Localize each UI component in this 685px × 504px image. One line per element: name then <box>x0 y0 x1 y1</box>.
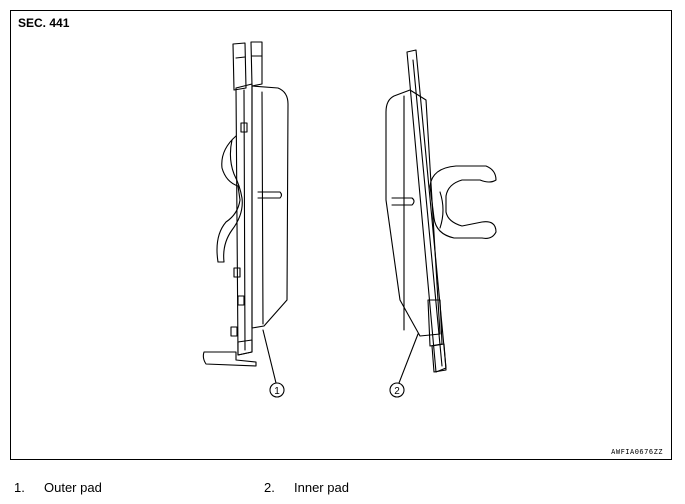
inner-pad-retaining-clip <box>429 165 497 239</box>
callout-circle-2 <box>389 382 405 398</box>
callout-number-2: 2 <box>394 386 400 397</box>
legend-number: 2. <box>264 480 275 495</box>
inner-pad-friction-material <box>385 89 441 337</box>
legend-number: 1. <box>14 480 25 495</box>
legend-label: Outer pad <box>44 480 102 495</box>
callout-leader-2 <box>398 333 419 384</box>
outer-pad-spring-clip <box>216 135 243 263</box>
outer-pad-lug <box>230 326 238 337</box>
inner-pad-slot <box>391 197 415 206</box>
outer-pad-lug <box>240 122 248 133</box>
outer-pad-top-tab <box>232 42 247 91</box>
legend-label: Inner pad <box>294 480 349 495</box>
callout-leader-1 <box>262 329 277 384</box>
callout-number-1: 1 <box>274 386 280 397</box>
outer-pad-top-tab <box>250 41 263 87</box>
outer-pad-bottom-tab <box>202 351 257 367</box>
figure-frame <box>10 10 672 460</box>
outer-pad-drawing <box>202 41 289 367</box>
outer-pad-slot <box>257 191 283 199</box>
callout-circle-1 <box>269 382 285 398</box>
section-label: SEC. 441 <box>18 16 70 30</box>
inner-pad-drawing <box>385 49 497 373</box>
outer-pad-lug <box>233 267 241 278</box>
figure-code: AWFIA0676ZZ <box>611 448 663 456</box>
outer-pad-lug <box>237 295 245 306</box>
outer-pad-friction-material <box>251 85 289 329</box>
